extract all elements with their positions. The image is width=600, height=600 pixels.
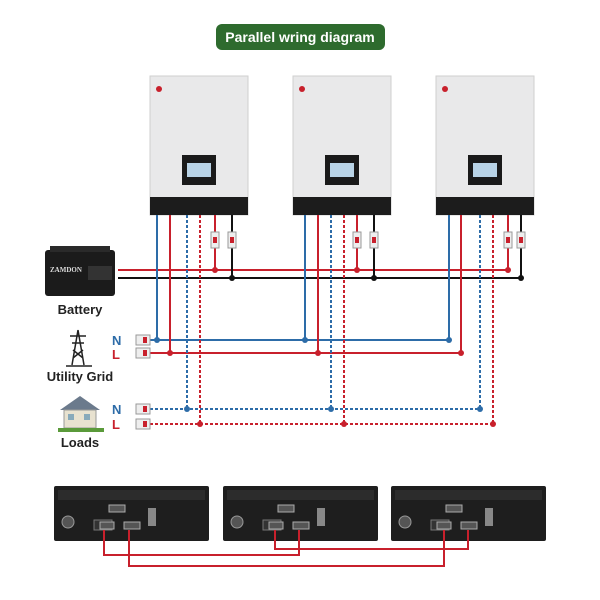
inverter-rear-panel: [391, 486, 546, 541]
parallel-port: [436, 521, 452, 530]
inverter: [292, 75, 392, 216]
junction-dot: [184, 406, 190, 412]
fan-connector: [485, 508, 493, 526]
junction-dot: [490, 421, 496, 427]
utility-tower-icon: [66, 329, 92, 367]
comm-port: [445, 504, 463, 513]
parallel-port: [123, 521, 141, 530]
junction-dot: [197, 421, 203, 427]
junction-dot: [212, 267, 218, 273]
junction-dot: [505, 267, 511, 273]
terminal: [398, 515, 412, 529]
inverter-rear-panel: [223, 486, 378, 541]
loads-l-label: L: [112, 417, 120, 432]
title-badge: Parallel wring diagram: [216, 24, 385, 50]
inverter: [149, 75, 249, 216]
utility-l-label: L: [112, 347, 120, 362]
lcd-screen: [330, 163, 354, 177]
junction-dot: [302, 337, 308, 343]
house-icon: [58, 396, 104, 432]
parallel-port: [460, 521, 478, 530]
comm-port: [277, 504, 295, 513]
lcd-screen: [187, 163, 211, 177]
terminal: [230, 515, 244, 529]
parallel-port: [268, 521, 284, 530]
parallel-cable: [103, 530, 300, 556]
junction-dot: [477, 406, 483, 412]
brand-logo: [442, 86, 448, 92]
inverter-rear-panel: [54, 486, 209, 541]
junction-dot: [354, 267, 360, 273]
comm-port: [108, 504, 126, 513]
junction-dot: [371, 275, 377, 281]
parallel-cable: [274, 530, 469, 550]
junction-dot: [341, 421, 347, 427]
inverter: [435, 75, 535, 216]
parallel-port: [292, 521, 310, 530]
fan-connector: [148, 508, 156, 526]
junction-dot: [229, 275, 235, 281]
lcd-screen: [473, 163, 497, 177]
brand-logo: [156, 86, 162, 92]
junction-dot: [328, 406, 334, 412]
utility-n-label: N: [112, 333, 121, 348]
junction-dot: [518, 275, 524, 281]
junction-dot: [315, 350, 321, 356]
loads-label: Loads: [61, 435, 99, 450]
junction-dot: [458, 350, 464, 356]
brand-logo: [299, 86, 305, 92]
title: Parallel wring diagram: [225, 29, 374, 45]
junction-dot: [167, 350, 173, 356]
battery-brand: ZAMDON: [50, 266, 82, 274]
battery: ZAMDON Battery: [45, 246, 115, 317]
fan-connector: [317, 508, 325, 526]
junction-dot: [446, 337, 452, 343]
terminal: [61, 515, 75, 529]
utility-grid-label: Utility Grid: [47, 369, 114, 384]
junction-dot: [154, 337, 160, 343]
parallel-port: [99, 521, 115, 530]
battery-label: Battery: [58, 302, 104, 317]
loads-n-label: N: [112, 402, 121, 417]
